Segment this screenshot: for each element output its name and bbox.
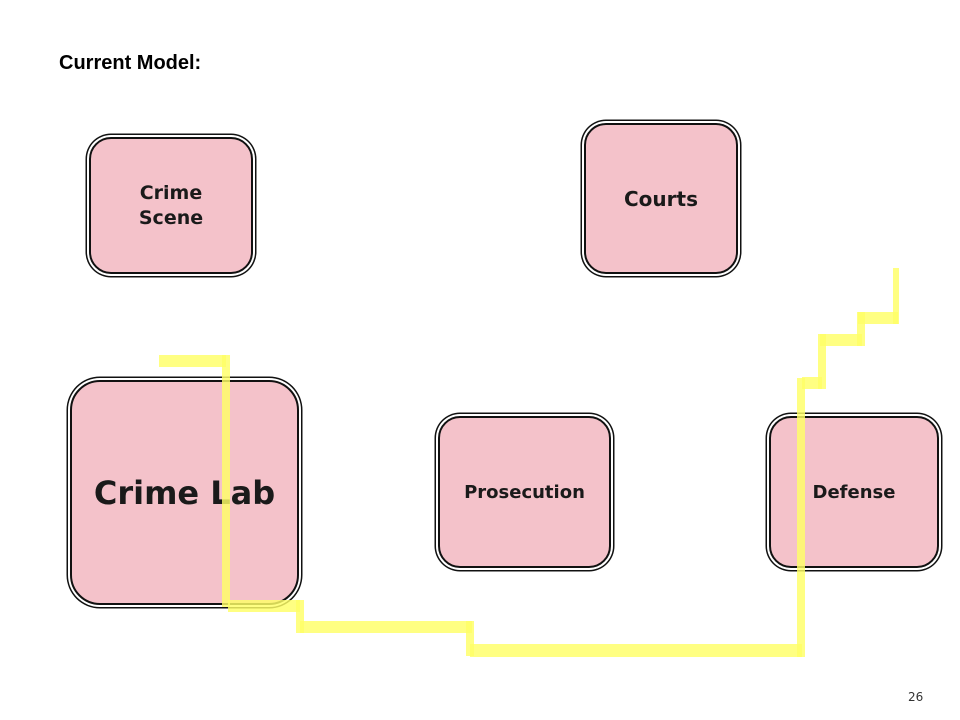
crime-lab-node: Crime Lab — [70, 380, 299, 605]
courts-node: Courts — [584, 123, 738, 274]
page-number: 26 — [908, 690, 924, 704]
prosecution-label: Prosecution — [464, 481, 585, 503]
highlighter-segments — [159, 268, 899, 657]
crime-scene-node: Crime Scene — [89, 137, 253, 274]
crime-scene-label: Crime Scene — [138, 181, 204, 229]
slide-heading: Current Model: — [59, 52, 202, 74]
courts-label: Courts — [624, 186, 698, 211]
defense-label: Defense — [812, 481, 896, 503]
prosecution-node: Prosecution — [438, 416, 611, 568]
crime-lab-label: Crime Lab — [93, 473, 276, 512]
